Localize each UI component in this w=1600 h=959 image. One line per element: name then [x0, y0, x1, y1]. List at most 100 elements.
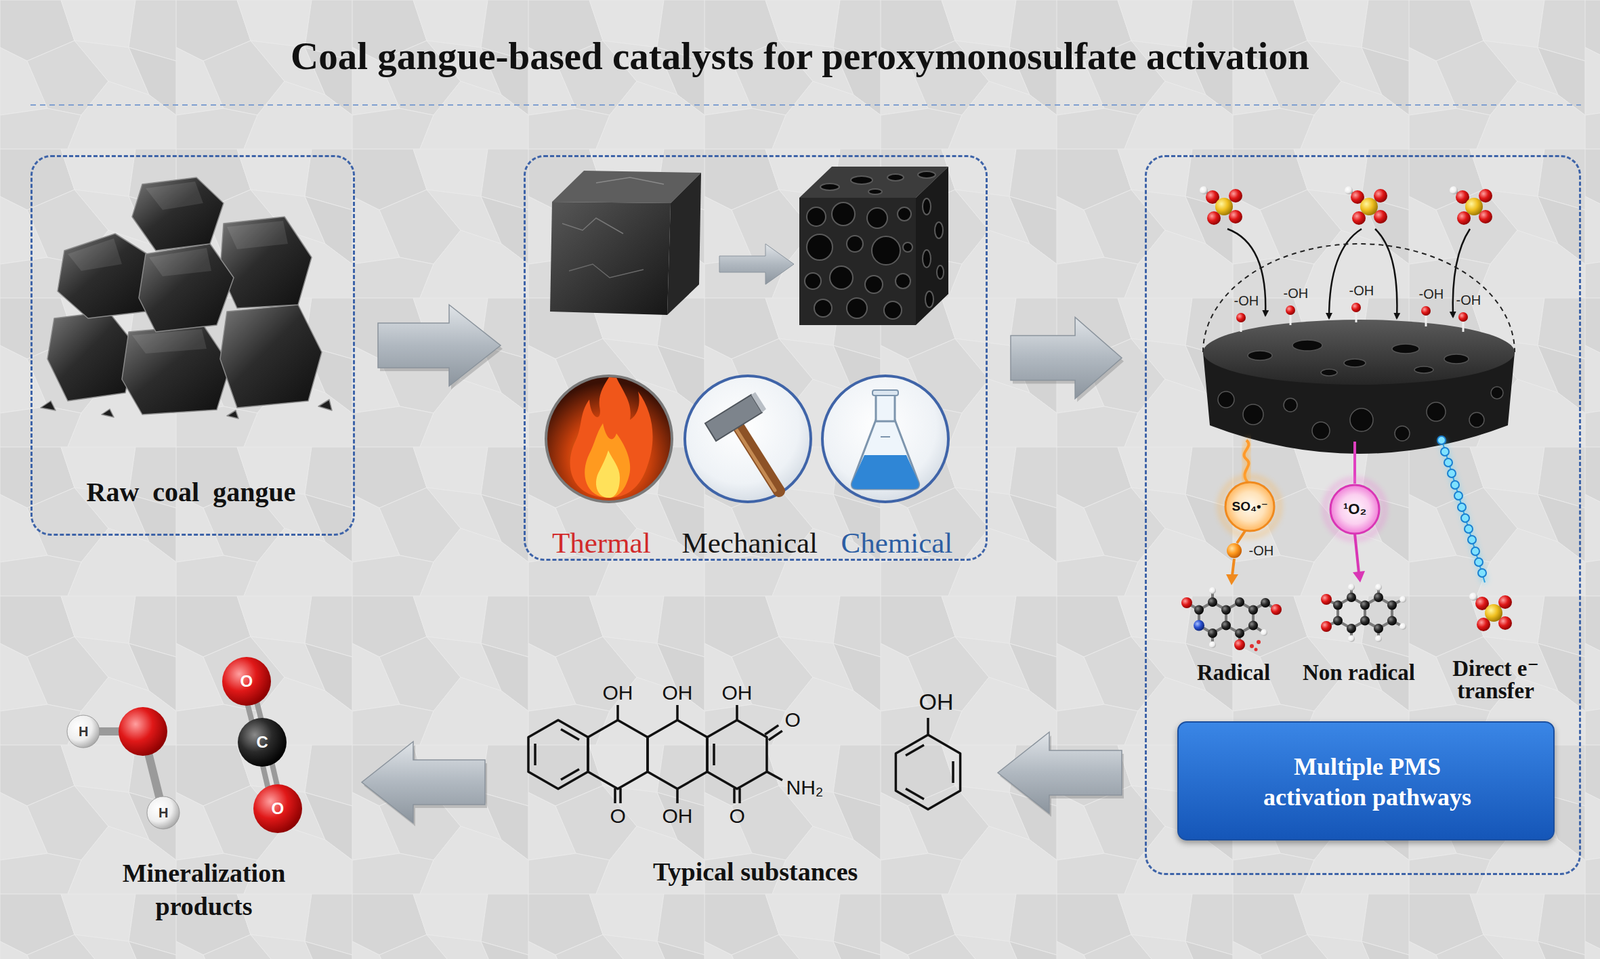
chem-label: -OH: [1349, 283, 1375, 299]
coal-lump: [57, 233, 153, 319]
carbon-atom: [1373, 623, 1384, 634]
hydroxyl-ball: [1285, 305, 1296, 315]
carbon-atom: [1234, 628, 1245, 639]
node-text: Thermal: [552, 526, 651, 560]
cube-front: [799, 197, 916, 326]
electron-dot: [1450, 480, 1460, 490]
flames: [570, 369, 654, 498]
hydroxyl-radical-ball: [1226, 543, 1242, 559]
chem-label: -OH: [1419, 286, 1445, 302]
water-molecule: [67, 707, 180, 830]
node-text: Raw coal gangue: [86, 476, 297, 509]
pore: [895, 273, 911, 289]
pore: [1444, 354, 1469, 364]
raw-cube: [550, 170, 702, 315]
hydroxyl-ball: [1236, 312, 1246, 323]
double-bond: [533, 743, 537, 766]
thermal-icon: [545, 369, 672, 502]
pore: [883, 301, 902, 320]
ring-skeleton: [1337, 597, 1393, 629]
coal-fragment: [226, 410, 239, 419]
hammer-handle-shine: [732, 424, 775, 491]
ring-skeleton: [1198, 602, 1254, 634]
double-bond: [768, 730, 783, 741]
fragment-dot: [1256, 640, 1261, 645]
mechanical-icon: [684, 375, 811, 502]
flame-middle: [584, 423, 630, 498]
double-bond: [712, 743, 716, 766]
ring: [647, 720, 708, 790]
chem-label: O: [271, 800, 285, 818]
stage-panel: ThermalMechanicalChemical: [523, 155, 988, 561]
pore: [1414, 366, 1434, 374]
pore: [868, 188, 882, 195]
chem-label: SO₄•⁻: [1232, 499, 1269, 515]
pore: [925, 291, 934, 308]
arrow-body: [997, 732, 1122, 814]
hydroxyl-ball: [1351, 302, 1361, 313]
flask-neck: [875, 394, 895, 422]
hydroxyl-ball: [1458, 312, 1468, 322]
node-text: Multiple PMS activation pathways: [1250, 751, 1485, 813]
co2-molecule: [222, 657, 303, 834]
carbon-atom: [1221, 605, 1231, 616]
chem-label: OH: [722, 681, 753, 704]
pore: [1312, 422, 1330, 440]
coal-lump: [220, 216, 312, 309]
bond: [676, 705, 679, 721]
pore: [1320, 369, 1338, 376]
double-bond: [560, 769, 580, 781]
radical-pathway: [1181, 440, 1282, 652]
bond: [676, 789, 679, 804]
chem-label: H: [78, 724, 89, 740]
flame-inner: [596, 450, 620, 498]
node-text: Mineralization products: [88, 856, 320, 924]
electron-dot: [1440, 447, 1449, 456]
bonds: [1186, 590, 1277, 645]
node-text: Chemical: [841, 526, 954, 560]
carbon-atom: [1207, 628, 1218, 639]
chem-label: OH: [662, 804, 693, 828]
hydrogen-atom: [1348, 635, 1355, 643]
pore: [865, 275, 883, 294]
adsorption-arrow: [1227, 228, 1266, 316]
electron-glow: [1441, 438, 1485, 583]
node-text: Typical substances: [653, 857, 858, 888]
hydroxyl-sites: [1236, 302, 1468, 332]
ring: [528, 720, 588, 790]
radical-circle: [1225, 482, 1275, 532]
block-arrow: [361, 741, 488, 827]
electron-transfer-pathway: [1437, 436, 1512, 632]
bond: [926, 718, 930, 735]
hydrogen-atom: [1260, 629, 1268, 637]
chem-label: NH₂: [786, 776, 824, 799]
carbon-atom: [1333, 616, 1343, 626]
chemical-icon: [822, 375, 949, 502]
pore: [1392, 344, 1420, 354]
fragment-dot: [1254, 648, 1258, 652]
block-arrow: [1010, 317, 1124, 403]
oxygen-atom: [1234, 639, 1246, 651]
chem-label: ¹O₂: [1343, 501, 1367, 518]
adsorption-arrow: [1329, 228, 1362, 319]
icon-circle: [822, 375, 949, 502]
carbon-atom: [1248, 621, 1258, 631]
double-bond: [951, 761, 955, 784]
pore: [846, 235, 863, 252]
carbon-atom: [1221, 621, 1231, 631]
carbon-atom: [1360, 600, 1370, 611]
arrow-body: [1010, 317, 1122, 399]
radical-link: [1236, 531, 1246, 544]
electron-dot: [1444, 458, 1453, 467]
pores: [804, 171, 944, 320]
pore: [897, 207, 912, 221]
oxygen-atom: [1270, 604, 1282, 616]
substance-group: Typical substances: [508, 670, 975, 895]
pore: [806, 234, 833, 261]
pore: [1469, 412, 1485, 428]
double-bond: [560, 729, 580, 741]
carbon-atom: [1387, 616, 1397, 626]
hydrogen-atom: [1348, 583, 1355, 591]
coal-lump: [132, 177, 224, 251]
hammer-handle: [734, 421, 780, 492]
